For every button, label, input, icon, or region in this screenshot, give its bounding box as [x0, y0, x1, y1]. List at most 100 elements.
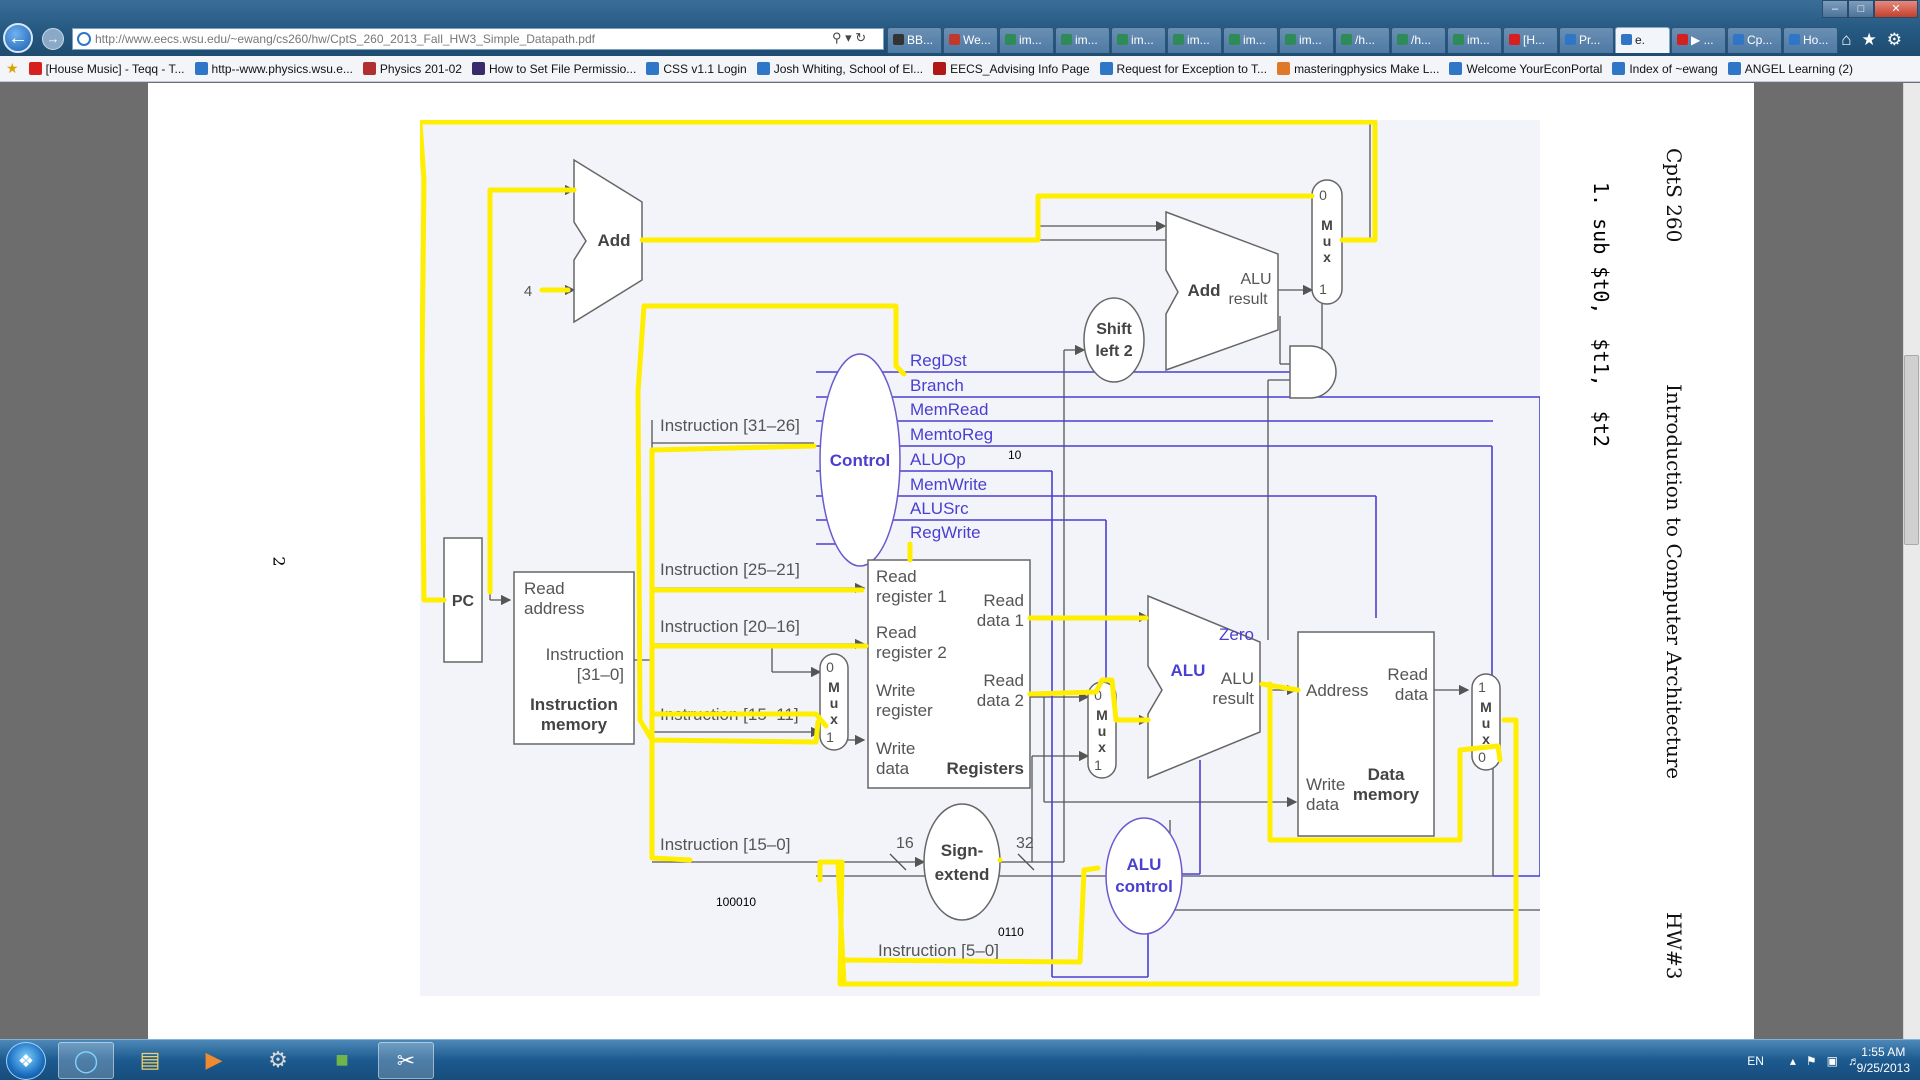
tab-favicon-icon [1677, 34, 1688, 45]
tab-label: im... [1075, 33, 1098, 47]
tab-label: im... [1299, 33, 1322, 47]
svg-text:M: M [828, 679, 840, 695]
svg-text:register: register [876, 701, 933, 720]
svg-text:Read: Read [876, 567, 917, 586]
scrollbar-thumb[interactable] [1904, 355, 1919, 545]
action-center-flag-icon[interactable]: ⚑ [1805, 1053, 1817, 1068]
minecraft-icon[interactable]: ■ [335, 1047, 349, 1072]
svg-text:Write: Write [1306, 775, 1345, 794]
address-text: http://www.eecs.wsu.edu/~ewang/cs260/hw/… [95, 32, 595, 46]
file-explorer-icon[interactable]: ▤ [139, 1047, 161, 1072]
pc-label: PC [452, 593, 475, 610]
favorite-label: Index of ~ewang [1629, 61, 1718, 76]
signal-memread: MemRead [910, 400, 988, 419]
tab-label: im... [1243, 33, 1266, 47]
browser-tab[interactable]: e. [1615, 27, 1670, 53]
label-ins-5-0: Instruction [5–0] [878, 941, 999, 960]
svg-text:Data: Data [1368, 765, 1405, 784]
svg-text:16: 16 [896, 835, 914, 852]
tab-favicon-icon [1565, 34, 1576, 45]
home-icon[interactable]: ⌂ [1841, 30, 1862, 49]
browser-tab[interactable]: im... [999, 27, 1054, 53]
favorite-link[interactable]: Index of ~ewang [1612, 61, 1718, 76]
windows-taskbar: ❖ ◯ ▤ ▶ ⚙ ■ ✂ EN ▴ ⚑ ▣ ♬ 1:55 AM 9/25/20… [0, 1039, 1920, 1080]
favorite-favicon-icon [362, 62, 376, 75]
address-actions[interactable]: ⚲ ▾ ↻ [832, 30, 867, 45]
favorite-link[interactable]: Welcome YourEconPortal [1449, 62, 1602, 76]
aluop-annotation: 10 [1008, 448, 1022, 462]
browser-tab[interactable]: im... [1055, 27, 1110, 53]
favorite-link[interactable]: Josh Whiting, School of El... [756, 62, 923, 76]
language-indicator[interactable]: EN [1747, 1053, 1764, 1068]
network-icon[interactable]: ▣ [1826, 1053, 1838, 1068]
browser-tab[interactable]: Pr... [1559, 27, 1614, 53]
media-player-icon[interactable]: ▶ [205, 1047, 223, 1072]
close-button[interactable]: ✕ [1874, 0, 1918, 18]
tab-favicon-icon [1733, 34, 1744, 45]
browser-tab[interactable]: /h... [1335, 27, 1390, 53]
maximize-button[interactable]: □ [1848, 0, 1874, 18]
favorite-link[interactable]: How to Set File Permissio... [471, 62, 636, 76]
volume-icon[interactable]: ♬ [1848, 1053, 1860, 1068]
svg-text:result: result [1212, 689, 1254, 708]
tab-favicon-icon [1005, 34, 1016, 45]
browser-tab[interactable]: im... [1447, 27, 1502, 53]
toolbar-icons[interactable]: ⌂★⚙ [1841, 30, 1912, 50]
browser-tab[interactable]: im... [1279, 27, 1334, 53]
favorite-link[interactable]: [House Music] - Teqq - T... [28, 62, 185, 76]
vertical-scrollbar[interactable] [1903, 83, 1920, 1039]
browser-tab[interactable]: [H... [1503, 27, 1558, 53]
browser-tab[interactable]: im... [1111, 27, 1166, 53]
tab-label: [H... [1523, 33, 1546, 47]
settings-gear-icon[interactable]: ⚙ [1886, 30, 1912, 49]
browser-tab[interactable]: We... [943, 27, 998, 53]
browser-tab[interactable]: ▶ ... [1671, 27, 1726, 53]
tab-label: e. [1635, 33, 1646, 47]
favorite-link[interactable]: http--www.physics.wsu.e... [194, 61, 353, 76]
favorite-label: http--www.physics.wsu.e... [211, 61, 353, 76]
instruction-field-labels: Instruction [31–26] Instruction [25–21] … [660, 416, 999, 960]
start-button[interactable]: ❖ [6, 1042, 46, 1080]
minimize-button[interactable]: – [1822, 0, 1848, 18]
svg-text:1: 1 [826, 729, 834, 745]
im-read-label: Read [524, 579, 565, 598]
signal-aluop: ALUOp [910, 450, 966, 469]
favorite-link[interactable]: ANGEL Learning (2) [1727, 62, 1853, 76]
svg-text:Read: Read [983, 591, 1024, 610]
snipping-tool-icon[interactable]: ✂ [378, 1042, 434, 1079]
pc-register: PC [443, 537, 483, 663]
favorite-link[interactable]: Request for Exception to T... [1099, 62, 1267, 76]
browser-tab[interactable]: im... [1223, 27, 1278, 53]
browser-tab[interactable]: Cp... [1727, 27, 1782, 53]
internet-explorer-icon[interactable]: ◯ [58, 1042, 114, 1079]
add-favorite-icon[interactable]: ★ [6, 60, 19, 76]
favorite-link[interactable]: CSS v1.1 Login [646, 62, 747, 76]
steam-icon[interactable]: ⚙ [268, 1047, 288, 1072]
page-number: 2 [269, 556, 289, 567]
favorite-link[interactable]: Physics 201-02 [362, 62, 462, 76]
shift-label-bottom: left 2 [1095, 343, 1132, 360]
favorites-bar: ★ [House Music] - Teqq - T... http--www.p… [0, 56, 1920, 82]
pc-source-mux: 0 M u x 1 [1311, 179, 1343, 305]
browser-tab[interactable]: Ho... [1783, 27, 1838, 53]
tab-favicon-icon [949, 34, 960, 45]
tab-favicon-icon [893, 34, 904, 45]
clock[interactable]: 1:55 AM 9/25/2013 [1857, 1044, 1910, 1076]
address-bar[interactable]: http://www.eecs.wsu.edu/~ewang/cs260/hw/… [72, 28, 884, 50]
svg-text:u: u [1482, 715, 1491, 731]
back-button[interactable]: ← [3, 23, 33, 53]
favorite-link[interactable]: masteringphysics Make L... [1277, 62, 1439, 76]
branch-result-label: result [1228, 291, 1268, 308]
favorite-label: EECS_Advising Info Page [950, 61, 1090, 76]
browser-tab[interactable]: /h... [1391, 27, 1446, 53]
browser-tab[interactable]: BB... [887, 27, 942, 53]
alu-control: ALU control [1105, 817, 1183, 935]
favorite-favicon-icon [194, 62, 208, 75]
forward-button[interactable]: → [42, 28, 64, 50]
label-ins-31-26: Instruction [31–26] [660, 416, 800, 435]
favorite-link[interactable]: EECS_Advising Info Page [933, 61, 1090, 76]
register-file: Read register 1 Read register 2 Write re… [867, 559, 1031, 789]
show-hidden-icons-icon[interactable]: ▴ [1789, 1053, 1796, 1068]
favorites-star-icon[interactable]: ★ [1861, 30, 1887, 49]
browser-tab[interactable]: im... [1167, 27, 1222, 53]
